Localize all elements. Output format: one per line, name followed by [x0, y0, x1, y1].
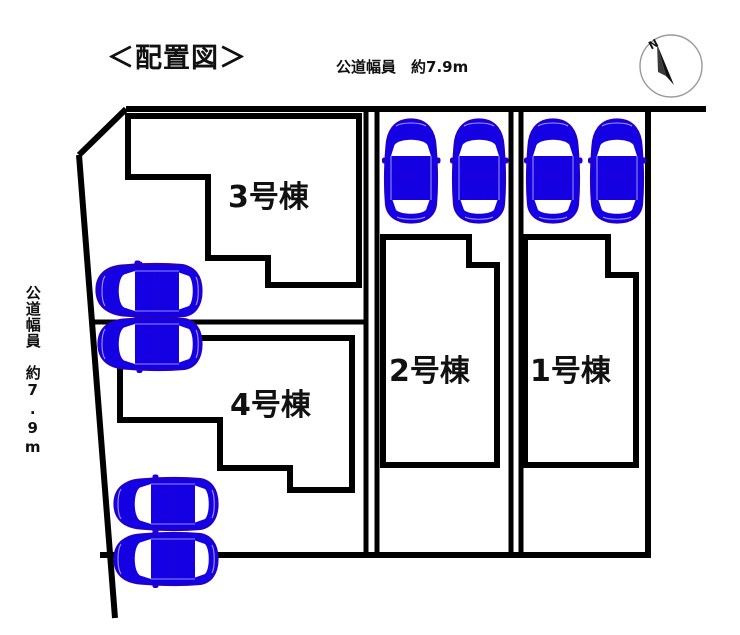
- car-plot2-left-icon: [381, 118, 441, 224]
- road-width-label-top: 公道幅員 約7.9m: [336, 58, 469, 76]
- car-plot1-right-icon: [587, 118, 647, 224]
- page-title: ＜配置図＞: [107, 43, 247, 74]
- building-label-4: 4号棟: [230, 388, 311, 423]
- building-label-3: 3号棟: [228, 180, 309, 215]
- building-label-1: 1号棟: [530, 354, 611, 389]
- building-footprint-2: [380, 234, 500, 468]
- car-plot4-upper-icon: [113, 474, 219, 534]
- car-plot4-lower-icon: [113, 529, 219, 589]
- building-footprint-1: [522, 234, 639, 468]
- building-footprint-4: [117, 335, 355, 493]
- car-plot3-upper-icon: [97, 261, 203, 321]
- road-width-label-left: 公道幅員 約7.9m: [23, 285, 42, 457]
- building-footprint-3: [125, 113, 362, 288]
- compass-rose-icon: N: [637, 32, 705, 100]
- car-plot3-lower-icon: [97, 314, 203, 374]
- car-plot2-right-icon: [449, 118, 509, 224]
- building-label-2: 2号棟: [389, 354, 470, 389]
- car-plot1-left-icon: [523, 118, 583, 224]
